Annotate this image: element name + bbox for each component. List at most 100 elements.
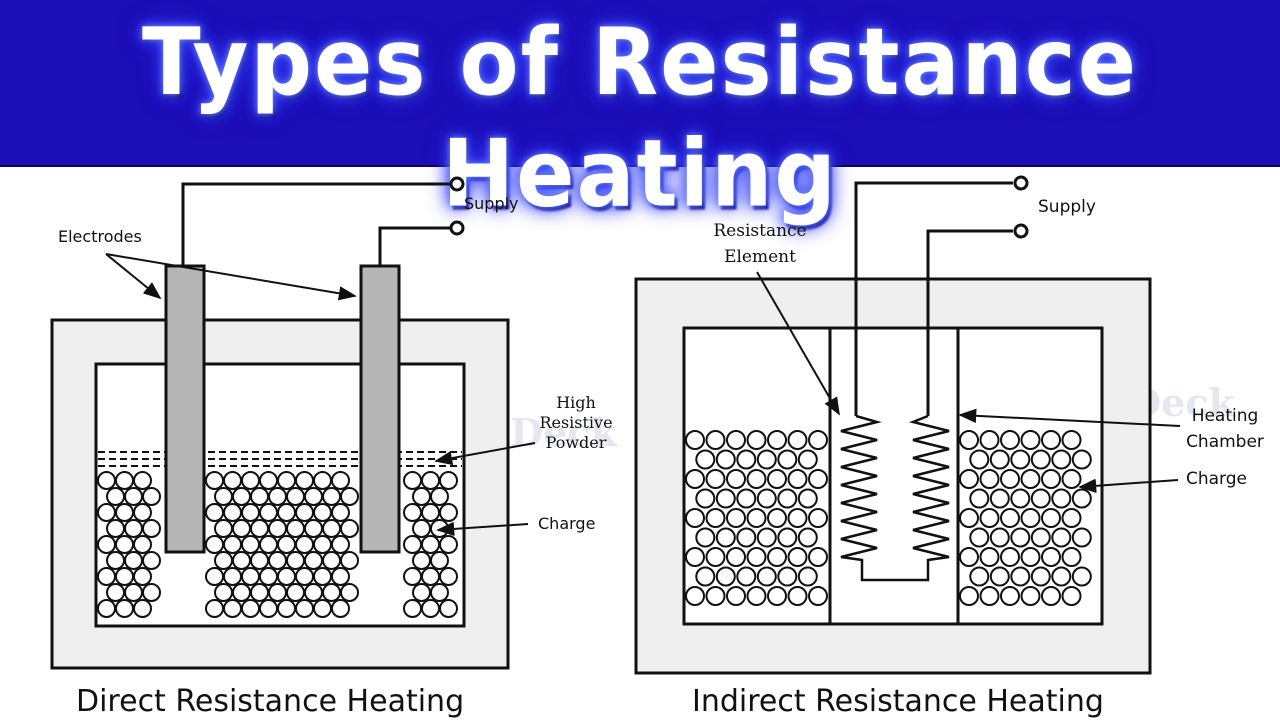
charge-particle bbox=[756, 449, 777, 470]
charge-particle bbox=[430, 519, 449, 538]
charge-particle bbox=[331, 567, 350, 586]
charge-particle bbox=[331, 599, 350, 618]
charge-particle bbox=[726, 547, 746, 567]
charge-label-left: Charge bbox=[538, 514, 596, 533]
charge-particle bbox=[705, 469, 726, 489]
powder-arrow bbox=[434, 442, 536, 466]
charge-particle bbox=[286, 519, 305, 538]
charge-particle bbox=[313, 535, 332, 554]
charge-particle bbox=[959, 430, 979, 450]
charge-particle bbox=[726, 586, 746, 606]
charge-particle bbox=[1071, 488, 1092, 509]
heating-chamber-label: Heating Chamber bbox=[1186, 406, 1264, 452]
charge-particle bbox=[715, 566, 736, 587]
charge-particle bbox=[124, 487, 143, 506]
charge-particle bbox=[403, 567, 422, 586]
charge-particle bbox=[313, 599, 332, 618]
charge-particle bbox=[787, 508, 808, 528]
supply-terminal bbox=[449, 220, 465, 236]
charge-particle bbox=[232, 551, 251, 570]
charge-particle bbox=[205, 503, 224, 522]
charge-particle bbox=[259, 471, 278, 490]
charge-particle bbox=[223, 535, 242, 554]
charge-particle bbox=[736, 566, 757, 587]
charge-particle bbox=[142, 487, 161, 506]
charge-particle bbox=[421, 471, 440, 490]
charge-particle bbox=[286, 583, 305, 602]
charge-particle bbox=[106, 519, 125, 538]
direct-heating-furnace bbox=[50, 176, 536, 670]
charge-particle bbox=[133, 599, 152, 618]
charge-particles bbox=[97, 471, 458, 618]
charge-particle bbox=[756, 566, 777, 587]
charge-particle bbox=[295, 567, 314, 586]
charge-particle bbox=[808, 508, 828, 528]
electrode-right bbox=[359, 264, 401, 554]
charge-particle bbox=[259, 503, 278, 522]
charge-particle bbox=[124, 519, 143, 538]
charge-particle bbox=[223, 471, 242, 490]
resistance-element-arrow bbox=[756, 271, 840, 416]
charge-particle bbox=[97, 535, 116, 554]
charge-particle bbox=[295, 471, 314, 490]
charge-particle bbox=[322, 519, 341, 538]
charge-particle bbox=[250, 519, 269, 538]
supply-wire bbox=[854, 181, 1013, 416]
charge-particle bbox=[268, 583, 287, 602]
charge-particle bbox=[439, 599, 458, 618]
charge-particle bbox=[808, 469, 828, 489]
charge-particle bbox=[250, 551, 269, 570]
charge-particle bbox=[1030, 449, 1051, 470]
charge-particle bbox=[726, 430, 746, 450]
charge-particle bbox=[756, 488, 777, 509]
charge-particle bbox=[439, 503, 458, 522]
charge-particle bbox=[259, 535, 278, 554]
charge-particle bbox=[989, 566, 1010, 587]
charge-particle bbox=[777, 449, 798, 470]
charge-particle bbox=[959, 586, 979, 606]
charge-particle bbox=[726, 508, 746, 528]
charge-particle bbox=[777, 488, 798, 509]
charge-particle bbox=[133, 535, 152, 554]
charge-particle bbox=[439, 567, 458, 586]
charge-particle bbox=[1071, 527, 1092, 548]
charge-particle bbox=[115, 503, 134, 522]
charge-particle bbox=[241, 471, 260, 490]
charge-particle bbox=[439, 535, 458, 554]
charge-particle bbox=[685, 547, 705, 567]
charge-label-right: Charge bbox=[1186, 469, 1248, 489]
charge-particle bbox=[277, 567, 296, 586]
charge-particle bbox=[97, 503, 116, 522]
charge-particle bbox=[705, 547, 726, 567]
charge-particle bbox=[205, 567, 224, 586]
charge-particle bbox=[1030, 488, 1051, 509]
charge-particle bbox=[106, 583, 125, 602]
charge-particle bbox=[808, 430, 828, 450]
charge-particle bbox=[797, 566, 818, 587]
charge-particle bbox=[1061, 469, 1082, 489]
charge-particle bbox=[1051, 566, 1072, 587]
charge-particle bbox=[1041, 430, 1061, 450]
powder-layer bbox=[98, 451, 462, 467]
charge-particle bbox=[1010, 488, 1031, 509]
charge-particle bbox=[1000, 430, 1020, 450]
charge-particle bbox=[340, 583, 359, 602]
charge-particle bbox=[695, 566, 716, 587]
charge-particle bbox=[787, 469, 808, 489]
charge-particle bbox=[97, 471, 116, 490]
charge-particle bbox=[250, 583, 269, 602]
charge-particle bbox=[331, 471, 350, 490]
charge-particle bbox=[124, 551, 143, 570]
charge-particle bbox=[214, 487, 233, 506]
charge-particle bbox=[767, 469, 787, 489]
charge-particle bbox=[746, 430, 767, 450]
charge-particle bbox=[705, 508, 726, 528]
charge-particle bbox=[223, 567, 242, 586]
charge-particles bbox=[685, 430, 828, 606]
charge-particle bbox=[1051, 527, 1072, 548]
charge-particle bbox=[331, 535, 350, 554]
charge-particle bbox=[322, 487, 341, 506]
charge-particle bbox=[322, 551, 341, 570]
charge-particle bbox=[106, 551, 125, 570]
charge-particle bbox=[421, 599, 440, 618]
